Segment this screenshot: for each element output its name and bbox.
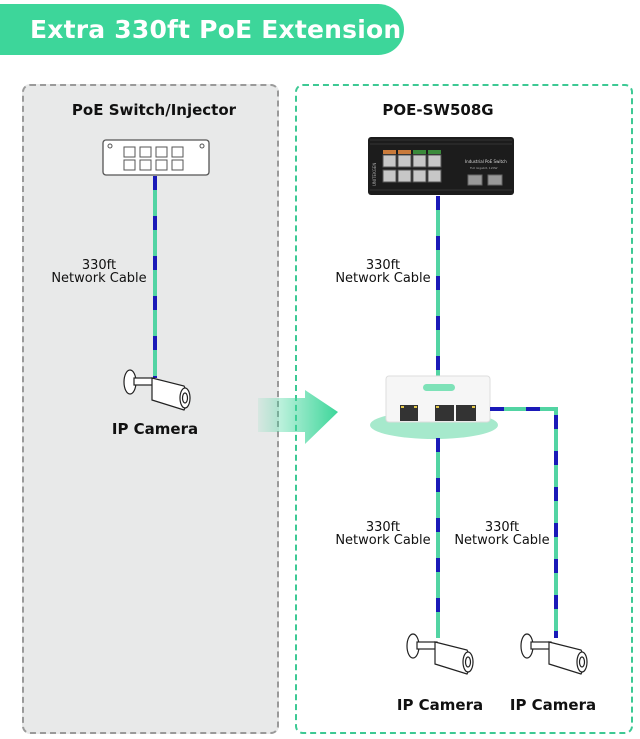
left-panel [22,84,279,734]
cable-type: Network Cable [335,271,431,286]
cable-length: 330ft [484,520,520,535]
left-camera-label: IP Camera [111,420,199,438]
switch-brand: UNITEKGEN [372,163,377,186]
generic-switch-icon [102,139,210,176]
right-output-cable-label: 330ft Network Cable [454,521,549,547]
cable-length: 330ft [365,258,401,273]
right-output-cable [490,407,558,638]
switch-sub-text: Full Gigabit, 120W [470,166,498,170]
banner-title: Extra 330ft PoE Extension [30,15,402,44]
camera-icon [520,633,588,675]
title-banner: Extra 330ft PoE Extension [0,4,404,55]
poe-switch-icon [368,137,514,195]
top-cable-label: 330ft Network Cable [335,259,430,285]
left-panel-title: PoE Switch/Injector [71,101,237,119]
right-panel-title: POE-SW508G [382,101,494,119]
cable-length: 330ft [81,258,117,273]
camera-icon [406,633,474,675]
camera-label-1: IP Camera [396,696,484,714]
left-output-cable-label: 330ft Network Cable [335,521,430,547]
camera-label-2: IP Camera [509,696,597,714]
camera-icon [123,369,191,411]
cable-length: 330ft [365,520,401,535]
cable-type: Network Cable [51,271,147,286]
cable-type: Network Cable [335,533,431,548]
switch-panel-text: Industrial PoE Switch [465,159,507,164]
left-cable-label: 330ft Network Cable [51,259,146,285]
arrow-right-icon [258,390,338,444]
poe-extender-icon [370,375,498,439]
cable-type: Network Cable [454,533,550,548]
